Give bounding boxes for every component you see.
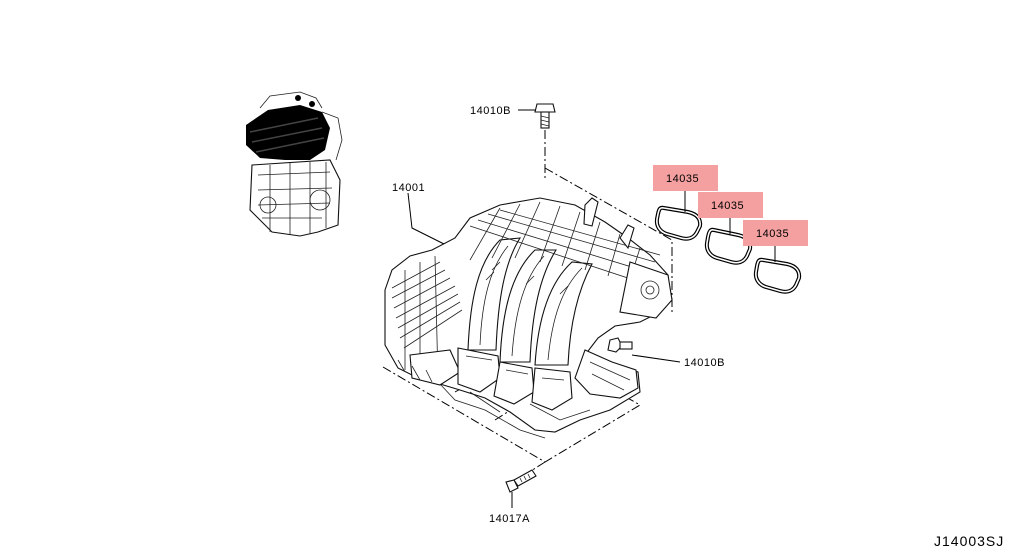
label-14035-2: 14035 (711, 200, 744, 212)
label-14017a-text: 14017A (489, 513, 530, 525)
highlight-box-14035-3 (743, 220, 808, 246)
bolt-14010b-side[interactable] (607, 337, 633, 353)
intake-manifold[interactable] (384, 197, 673, 439)
label-14001: 14001 (392, 182, 425, 194)
bolt-14010b-top[interactable] (534, 103, 556, 129)
engine-thumbnail (246, 91, 343, 237)
label-14010b-side: 14010B (684, 357, 725, 369)
bolt-14017a[interactable] (505, 469, 537, 493)
highlight-box-14035-1 (653, 165, 718, 191)
gasket-14035-1[interactable] (654, 205, 703, 241)
gasket-14035-3[interactable] (753, 257, 802, 294)
highlight-box-14035-2 (698, 192, 763, 218)
label-14035-3: 14035 (756, 228, 789, 240)
diagram-code: J14003SJ (934, 533, 1004, 549)
label-14010b-top: 14010B (470, 105, 511, 117)
label-14035-1: 14035 (666, 173, 699, 185)
